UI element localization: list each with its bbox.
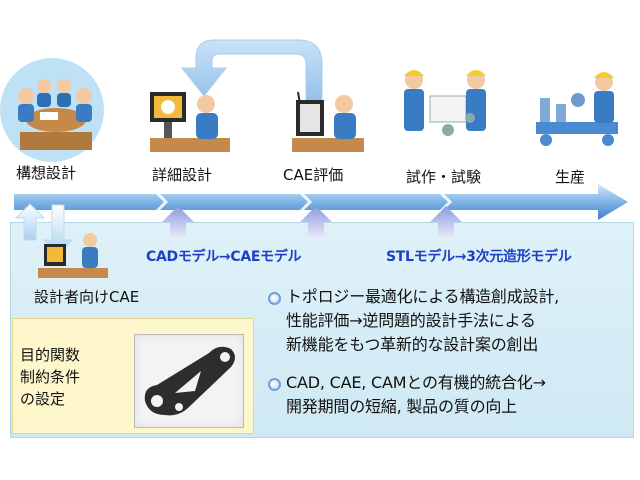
- designer-cae-illustration: [38, 233, 108, 278]
- bullet-1-icon: [268, 292, 281, 305]
- up-arrow-3: [430, 206, 462, 240]
- designer-cae-label: 設計者向けCAE: [34, 288, 140, 306]
- up-arrow-2: [300, 206, 332, 240]
- detail-design-illustration: [150, 92, 230, 152]
- main-flow-arrow: [14, 184, 628, 220]
- setup-line-1: 目的関数: [20, 346, 81, 364]
- meeting-illustration: [0, 58, 104, 162]
- bullet-2-line-1: CAD, CAE, CAMとの有機的統合化→: [286, 373, 546, 392]
- stage-production: 生産: [555, 168, 586, 186]
- stage-cae: CAE評価: [283, 166, 344, 184]
- bullet-1-line-2: 性能評価→逆問題的設計手法による: [286, 311, 536, 330]
- setup-line-3: の設定: [20, 390, 66, 408]
- stage-concept: 構想設計: [16, 164, 77, 182]
- cae-eval-illustration: [292, 91, 364, 152]
- cad-to-cae-label: CADモデル→CAEモデル: [146, 249, 302, 265]
- production-illustration: [536, 72, 618, 146]
- bullet-2-icon: [268, 378, 281, 391]
- setup-line-2: 制約条件: [20, 368, 81, 386]
- bullet-1-line-1: トポロジー最適化による構造創成設計,: [286, 287, 560, 306]
- up-arrow-1: [162, 206, 194, 240]
- topology-part-image: [134, 334, 244, 428]
- bullet-1-line-3: 新機能をもつ革新的な設計案の創出: [286, 335, 539, 354]
- bullet-2-line-2: 開発期間の短縮, 製品の質の向上: [286, 397, 517, 416]
- topology-bracket-icon: [144, 346, 235, 416]
- stl-to-3d-label: STLモデル→3次元造形モデル: [386, 249, 572, 265]
- stage-detail: 詳細設計: [152, 166, 213, 184]
- left-up-arrow: [14, 203, 46, 241]
- stage-prototype: 試作・試験: [406, 168, 482, 186]
- prototype-illustration: [404, 70, 486, 136]
